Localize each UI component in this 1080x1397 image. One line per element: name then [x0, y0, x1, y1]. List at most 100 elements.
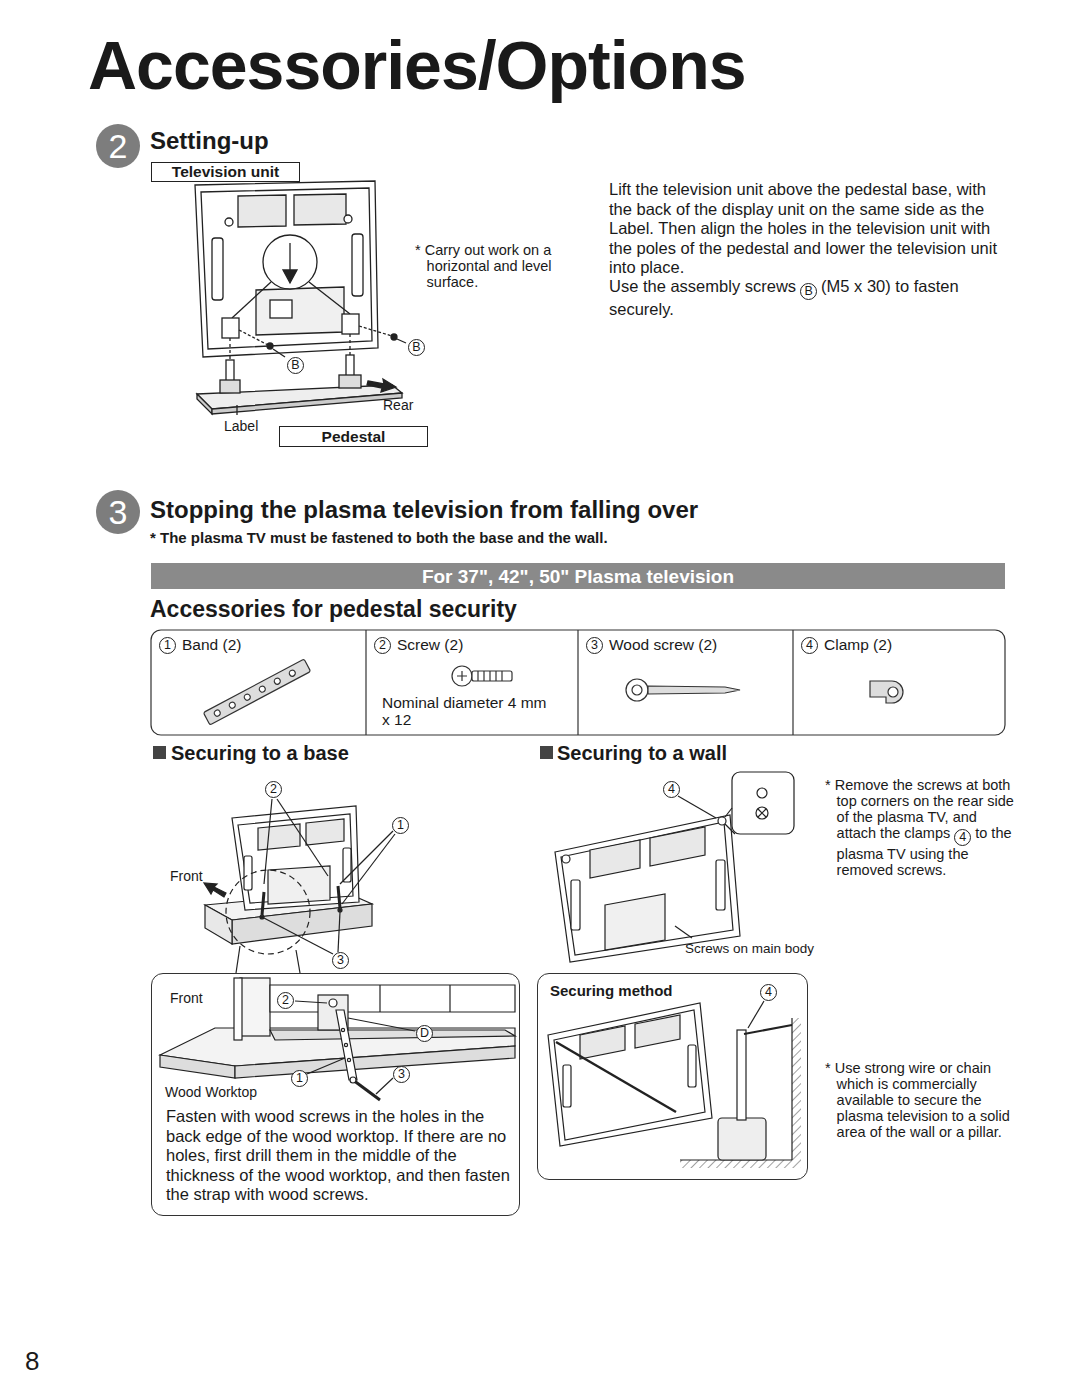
drawing-path	[367, 379, 396, 392]
drawing-circle	[225, 218, 233, 226]
drawing-path	[870, 681, 903, 703]
sub-heading: Securing to a wall	[557, 742, 727, 765]
drawing-rect	[732, 772, 794, 834]
drawing-path	[758, 809, 766, 817]
section-heading: Stopping the plasma television from fall…	[150, 496, 698, 524]
callout-letter: B	[287, 357, 304, 374]
wall-securing-drawing	[555, 772, 794, 962]
callout-number: 3	[332, 952, 349, 969]
callout-number: 4	[954, 829, 971, 846]
drawing-rect	[244, 856, 252, 890]
part-tag: Television unit	[151, 162, 300, 182]
drawing-line	[376, 1078, 393, 1094]
drawing-polygon	[635, 1015, 680, 1048]
callout-number: 4	[801, 637, 818, 654]
drawing-line	[295, 1001, 327, 1003]
callout-letter: B	[408, 339, 425, 356]
callout-number: 3	[586, 637, 603, 654]
drawing-rect	[203, 659, 310, 725]
callout-number: 2	[277, 992, 294, 1009]
drawing-circle	[213, 709, 221, 717]
drawing-line	[338, 886, 340, 908]
drawing-line	[397, 339, 406, 343]
drawing-line	[449, 985, 450, 1012]
drawing-rect	[571, 880, 580, 930]
drawing-polygon	[201, 188, 372, 349]
note-text: * Use strong wire or chain which is comm…	[825, 1060, 1017, 1140]
node-text: For 37", 42", 50" Plasma television	[422, 567, 734, 586]
step-number: 3	[96, 490, 140, 534]
accessory-cell: 2Screw (2)Nominal diameter 4 mm x 12	[366, 630, 578, 735]
note-text: * Carry out work on a horizontal and lev…	[415, 242, 572, 290]
drawing-line	[296, 950, 300, 973]
drawing-rect	[212, 238, 223, 300]
node-text: 3	[109, 495, 128, 529]
drawing-polygon	[205, 905, 232, 944]
drawing-path	[457, 671, 467, 681]
drawing-circle	[226, 870, 310, 954]
drawing-line	[792, 630, 793, 735]
drawing-rect	[270, 300, 292, 318]
heading-square	[153, 746, 166, 759]
node-text: Band (2)	[182, 636, 241, 654]
drawing-rect	[342, 314, 359, 334]
section-band: For 37", 42", 50" Plasma television	[151, 563, 1005, 589]
drawing-rect	[222, 318, 239, 338]
drawing-line	[338, 912, 340, 952]
callout-number: 1	[291, 1070, 308, 1087]
drawing-rect	[718, 1118, 766, 1160]
drawing-polygon	[268, 866, 330, 904]
drawing-line	[239, 330, 268, 345]
drawing-line	[277, 799, 328, 876]
drawing-line	[379, 985, 380, 1012]
callout-letter: B	[800, 283, 817, 300]
drawing-polygon	[555, 815, 740, 962]
drawing-rect	[352, 234, 363, 296]
step-number: 2	[96, 124, 140, 168]
instruction-text: Use the assembly screws	[609, 277, 796, 295]
drawing-line	[340, 831, 393, 884]
accessory-cell: 3 Wood screw (2)	[578, 630, 793, 735]
drawing-polygon	[270, 1030, 515, 1040]
drawing-polygon	[590, 840, 640, 878]
drawing-circle	[260, 915, 264, 919]
drawing-line	[353, 1080, 380, 1100]
node-text: 2	[109, 129, 128, 163]
note-paragraph: * Remove the screws at both top corners …	[825, 777, 1017, 878]
drawing-rect	[688, 1045, 696, 1087]
drawing-line	[675, 926, 692, 938]
drawing-circle	[888, 687, 898, 697]
drawing-polygon	[270, 985, 515, 1012]
drawing-circle	[329, 999, 337, 1007]
warning-text: * The plasma TV must be fastened to both…	[150, 529, 608, 546]
drawing-polygon	[648, 686, 740, 694]
node-text: Nominal diameter 4 mm x 12	[382, 694, 552, 728]
drawing-line	[309, 282, 350, 314]
node-text: Clamp (2)	[824, 636, 892, 654]
drawing-line	[725, 824, 735, 834]
drawing-circle	[258, 685, 266, 693]
drawing-line	[744, 1025, 792, 1034]
drawing-path	[478, 671, 502, 681]
tv-on-pedestal-drawing	[195, 181, 406, 415]
section-heading: Accessories for pedestal security	[150, 596, 517, 622]
drawing-rect	[737, 1030, 746, 1120]
node-text: Screw (2)	[397, 636, 463, 654]
node-text: Fasten with wood screws in the holes in …	[166, 1107, 511, 1205]
drawing-line	[232, 282, 271, 318]
drawing-polygon	[195, 181, 378, 357]
drawing-circle	[452, 666, 472, 686]
node-text: Wood screw (2)	[609, 636, 717, 654]
drawing-rect	[472, 671, 512, 681]
callout-number: 1	[392, 817, 409, 834]
callout-number: 4	[760, 984, 777, 1001]
accessory-cell: 4 Clamp (2)	[793, 630, 1005, 735]
drawing-circle	[626, 679, 648, 701]
drawing-circle	[757, 788, 767, 798]
drawing-polygon	[212, 393, 402, 414]
drawing-path	[204, 883, 226, 897]
node-text: Pedestal	[322, 428, 386, 445]
drawing-polygon	[554, 1010, 705, 1140]
drawing-rect	[151, 630, 1005, 735]
callout-number: 4	[663, 781, 680, 798]
